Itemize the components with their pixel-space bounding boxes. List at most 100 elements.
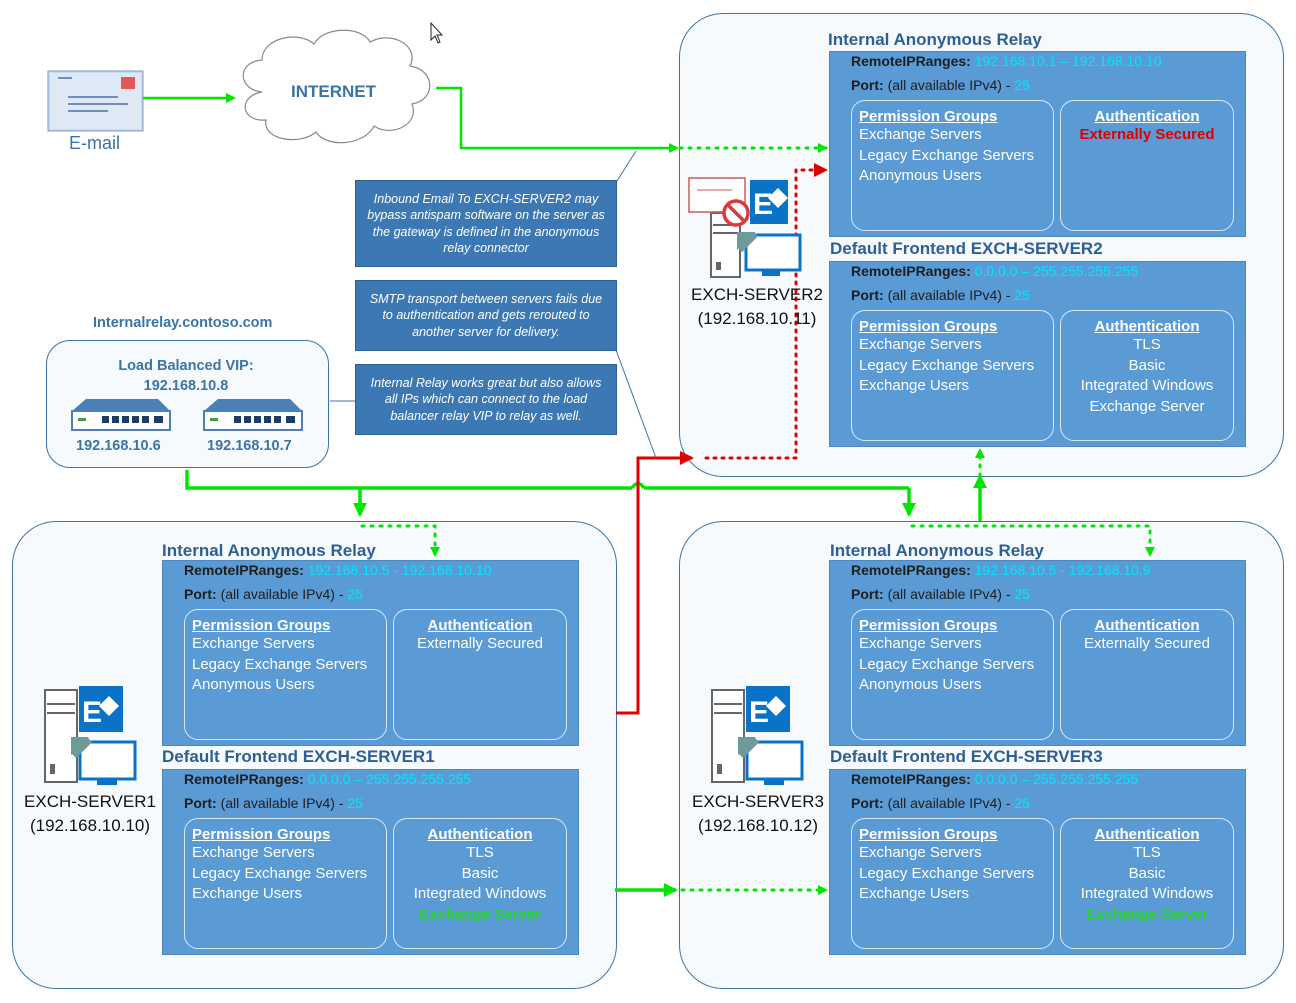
server3-frontend-title: Default Frontend EXCH-SERVER3 [830, 747, 1103, 766]
permission-groups-title: Permission Groups [859, 108, 998, 125]
permission-groups-box: Permission Groups Exchange Servers Legac… [851, 310, 1054, 441]
port-value: 25 [1014, 287, 1030, 303]
auth-item: Externally Secured [1084, 635, 1210, 652]
permission-groups-title: Permission Groups [192, 826, 331, 843]
permission-item: Legacy Exchange Servers [192, 864, 368, 882]
exchange-server-icon: E [688, 177, 802, 278]
permission-item: Legacy Exchange Servers [859, 356, 1035, 374]
remote-label: RemoteIPRanges: [184, 771, 304, 787]
server3-relay-title: Internal Anonymous Relay [830, 541, 1044, 560]
permission-item: Anonymous Users [859, 676, 982, 694]
internet-label: INTERNET [291, 82, 376, 101]
authentication-box: Authentication TLS Basic Integrated Wind… [1060, 310, 1234, 441]
auth-item: Integrated Windows [1080, 377, 1214, 395]
permission-item: Legacy Exchange Servers [192, 655, 368, 673]
port-text: (all available IPv4) - [220, 795, 348, 811]
auth-item: Integrated Windows [413, 885, 547, 903]
server2-relay-panel: RemoteIPRanges: 192.168.10.1 – 192.168.1… [829, 51, 1246, 237]
lb-node1-ip: 192.168.10.6 [76, 438, 161, 454]
server2-frontend-remote: 0.0.0.0 – 255.255.255.255 [974, 263, 1139, 279]
vip-ip: 192.168.10.8 [143, 378, 229, 394]
port-text: (all available IPv4) - [887, 795, 1015, 811]
remote-label: RemoteIPRanges: [851, 53, 971, 69]
svg-text:E: E [753, 188, 773, 221]
port-text: (all available IPv4) - [220, 586, 348, 602]
server3-relay-panel: RemoteIPRanges: 192.168.10.5 - 192.168.1… [829, 560, 1246, 746]
lb-node2-ip: 192.168.10.7 [207, 438, 292, 454]
mouse-cursor-icon [430, 21, 444, 44]
authentication-title: Authentication [1094, 617, 1200, 634]
exchange-server-icon: E [44, 686, 137, 785]
load-balancer-icon [203, 399, 303, 431]
authentication-title: Authentication [427, 617, 533, 634]
port-value: 25 [1014, 795, 1030, 811]
note-bypass-antispam: Inbound Email To EXCH-SERVER2 may bypass… [355, 180, 617, 267]
permission-groups-title: Permission Groups [859, 617, 998, 634]
auth-item: Basic [461, 864, 499, 882]
permission-groups-title: Permission Groups [859, 826, 998, 843]
port-text: (all available IPv4) - [887, 77, 1015, 93]
port-label: Port: [851, 77, 884, 93]
permission-item: Legacy Exchange Servers [859, 655, 1035, 673]
authentication-box: Authentication Externally Secured [393, 609, 567, 740]
server1-ip: (192.168.10.10) [29, 816, 151, 835]
auth-item: TLS [1133, 844, 1161, 861]
relay-hostname: Internalrelay.contoso.com [93, 315, 273, 331]
remote-label: RemoteIPRanges: [851, 771, 971, 787]
port-value: 25 [1014, 586, 1030, 602]
auth-item: Integrated Windows [1080, 885, 1214, 903]
server1-frontend-panel: RemoteIPRanges: 0.0.0.0 – 255.255.255.25… [162, 769, 579, 955]
server3-ip: (192.168.10.12) [697, 816, 819, 835]
port-label: Port: [851, 287, 884, 303]
svg-text:E: E [749, 696, 769, 729]
note-smtp-reroute: SMTP transport between servers fails due… [355, 280, 617, 351]
remote-label: RemoteIPRanges: [851, 562, 971, 578]
permission-item: Anonymous Users [192, 676, 315, 694]
server3-relay-remote: 192.168.10.5 - 192.168.10.9 [974, 562, 1151, 578]
email-label: E-mail [69, 133, 121, 153]
permission-item: Exchange Servers [192, 635, 315, 652]
cloud-icon [242, 29, 431, 144]
permission-item: Exchange Servers [859, 844, 982, 861]
remote-label: RemoteIPRanges: [184, 562, 304, 578]
permission-item: Exchange Users [192, 885, 303, 903]
server2-name: EXCH-SERVER2 [691, 285, 823, 304]
authentication-box: Authentication Externally Secured [1060, 100, 1234, 231]
auth-item: Externally Secured [417, 635, 543, 652]
port-text: (all available IPv4) - [887, 287, 1015, 303]
authentication-title: Authentication [1094, 318, 1200, 335]
port-label: Port: [851, 795, 884, 811]
auth-item: TLS [1133, 336, 1161, 353]
permission-item: Exchange Servers [859, 126, 982, 143]
authentication-box: Authentication Externally Secured [1060, 609, 1234, 740]
blocked-icon [722, 199, 750, 227]
permission-groups-box: Permission Groups Exchange Servers Legac… [184, 609, 387, 740]
port-value: 25 [347, 586, 363, 602]
port-text: (all available IPv4) - [887, 586, 1015, 602]
permission-groups-box: Permission Groups Exchange Servers Legac… [851, 100, 1054, 231]
server2-relay-title: Internal Anonymous Relay [828, 30, 1042, 49]
authentication-box: Authentication TLS Basic Integrated Wind… [393, 818, 567, 949]
server2-frontend-panel: RemoteIPRanges: 0.0.0.0 – 255.255.255.25… [829, 261, 1246, 447]
auth-item-external: Externally Secured [1079, 126, 1215, 143]
port-label: Port: [184, 586, 217, 602]
permission-item: Anonymous Users [859, 167, 982, 185]
permission-groups-box: Permission Groups Exchange Servers Legac… [184, 818, 387, 949]
svg-text:E: E [82, 696, 102, 729]
server3-name: EXCH-SERVER3 [692, 792, 824, 811]
exchange-server-icon: E [711, 686, 804, 785]
permission-item: Legacy Exchange Servers [859, 146, 1035, 164]
server2-relay-remote: 192.168.10.1 – 192.168.10.10 [974, 53, 1162, 69]
load-balancer-icon [71, 399, 171, 431]
remote-label: RemoteIPRanges: [851, 263, 971, 279]
port-value: 25 [1014, 77, 1030, 93]
auth-item: Exchange Server [1089, 397, 1205, 415]
authentication-title: Authentication [1094, 108, 1200, 125]
server1-relay-title: Internal Anonymous Relay [162, 541, 376, 560]
permission-groups-box: Permission Groups Exchange Servers Legac… [851, 818, 1054, 949]
permission-groups-title: Permission Groups [192, 617, 331, 634]
server3-frontend-panel: RemoteIPRanges: 0.0.0.0 – 255.255.255.25… [829, 769, 1246, 955]
server3-frontend-remote: 0.0.0.0 – 255.255.255.255 [974, 771, 1139, 787]
vip-label: Load Balanced VIP: [118, 358, 254, 374]
